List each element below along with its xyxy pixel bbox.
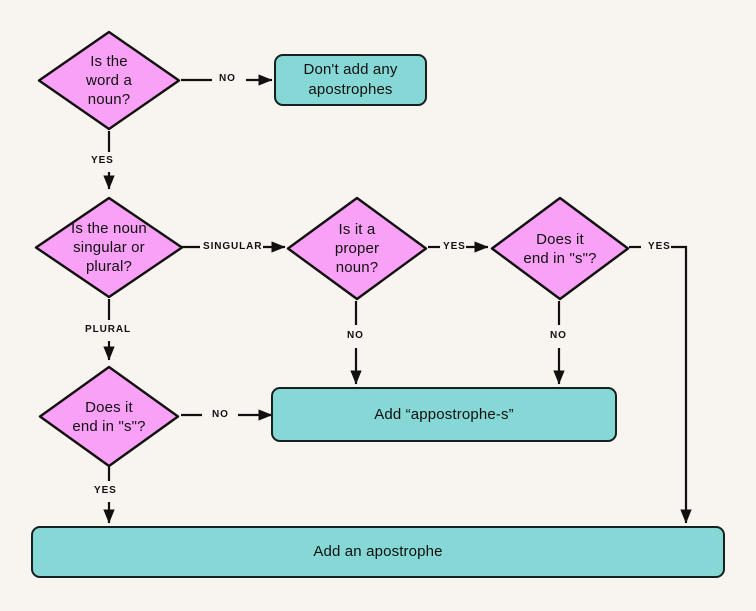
label-line: end in "s"? <box>72 417 146 435</box>
action-add-an-apostrophe-label: Add an apostrophe <box>313 543 443 560</box>
decision-ends-in-s-left[interactable]: Does it end in "s"? <box>37 364 181 469</box>
label-line: word a <box>86 72 132 89</box>
edge-label-ends-s-right-no: NO <box>550 330 567 341</box>
decision-ends-in-s-right[interactable]: Does it end in "s"? <box>489 195 631 302</box>
label-line: noun? <box>87 91 131 108</box>
action-add-apostrophe-s-label: Add “appostrophe-s” <box>374 405 514 423</box>
edge-label-proper-yes: YES <box>443 241 466 252</box>
edge-ends-s-right-yes <box>671 245 692 524</box>
edge-label-ends-s-left-no: NO <box>212 409 229 420</box>
action-add-apostrophe-s[interactable]: Add “appostrophe-s” <box>271 387 617 442</box>
decision-singular-or-plural[interactable]: Is the noun singular or plural? <box>33 195 185 300</box>
diamond-shape <box>490 196 630 301</box>
label-line: apostrophes <box>308 81 393 98</box>
label-line: Is the <box>90 53 128 70</box>
diamond-shape <box>37 30 181 131</box>
label-line: Does it <box>536 230 584 248</box>
decision-ends-in-s-right-label: Does it end in "s"? <box>499 230 621 268</box>
edge-label-is-noun-no: NO <box>219 73 236 84</box>
diamond-shape <box>38 365 180 468</box>
label-line: end in "s"? <box>523 249 597 267</box>
decision-is-noun[interactable]: Is the word a noun? <box>36 29 182 132</box>
diamond-shape <box>34 196 184 299</box>
label-line: singular or <box>73 239 145 256</box>
label-line: Does it <box>85 398 133 416</box>
decision-is-noun-label: Is the word a noun? <box>55 52 163 109</box>
label-line: Don't add any <box>303 61 398 78</box>
label-line: proper <box>334 240 380 257</box>
edge-label-ends-s-left-yes: YES <box>94 485 117 496</box>
edge-label-ends-s-right-yes: YES <box>648 241 671 252</box>
edge-label-proper-no: NO <box>347 330 364 341</box>
action-no-apostrophes-label: Don't add any apostrophes <box>303 60 397 100</box>
decision-proper-noun-label: Is it a proper noun? <box>304 220 411 277</box>
diamond-shape <box>286 196 428 301</box>
label-line: noun? <box>335 259 379 276</box>
edge-label-singular: SINGULAR <box>203 241 263 252</box>
action-no-apostrophes[interactable]: Don't add any apostrophes <box>274 54 427 106</box>
decision-proper-noun[interactable]: Is it a proper noun? <box>285 195 429 302</box>
edge-label-plural: PLURAL <box>85 324 131 335</box>
edge-label-is-noun-yes: YES <box>91 155 114 166</box>
action-add-an-apostrophe[interactable]: Add an apostrophe <box>31 526 725 578</box>
label-line: Is it a <box>338 221 376 238</box>
label-line: plural? <box>85 258 133 275</box>
label-line: Is the noun <box>71 220 147 237</box>
decision-ends-in-s-left-label: Does it end in "s"? <box>47 398 171 436</box>
decision-singular-or-plural-label: Is the noun singular or plural? <box>45 219 173 276</box>
